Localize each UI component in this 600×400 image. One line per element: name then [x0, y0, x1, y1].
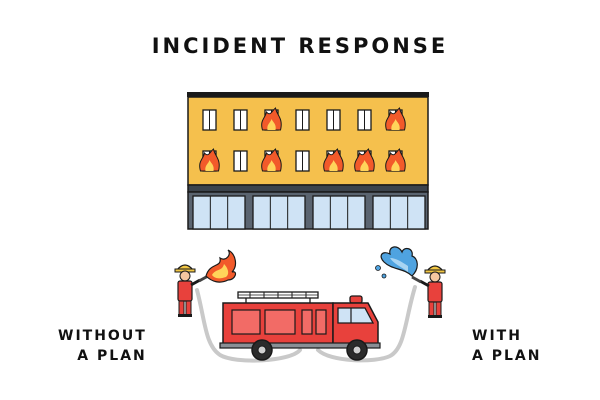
right-hose [316, 285, 417, 363]
ground-floor-window [252, 195, 306, 230]
without-plan-line1: WITHOUT [58, 328, 147, 344]
without-plan-line2: A PLAN [77, 348, 147, 364]
window-flame-icon [199, 148, 220, 172]
fire-truck-icon [219, 291, 381, 361]
water-spray-icon [375, 246, 418, 279]
window-flame-icon [261, 148, 282, 172]
left-hose [195, 288, 302, 363]
firefighter-right [411, 265, 446, 318]
ground-floor-window [372, 195, 426, 230]
window-flame-icon [385, 107, 406, 131]
with-plan-line2: A PLAN [472, 348, 542, 364]
window-flame-icon [261, 107, 282, 131]
window-flame-icon [354, 148, 375, 172]
page-title: INCIDENT RESPONSE [151, 34, 449, 58]
ground-floor-window [192, 195, 246, 230]
window-flame-icon [385, 148, 406, 172]
ground-floor-window [312, 195, 366, 230]
burning-building-icon [187, 92, 429, 230]
with-plan-line1: WITH [472, 328, 522, 344]
window-flame-icon [323, 148, 344, 172]
without-plan-label: WITHOUT A PLAN [58, 326, 147, 366]
with-plan-label: WITH A PLAN [472, 326, 541, 366]
flame-icon [205, 249, 237, 283]
